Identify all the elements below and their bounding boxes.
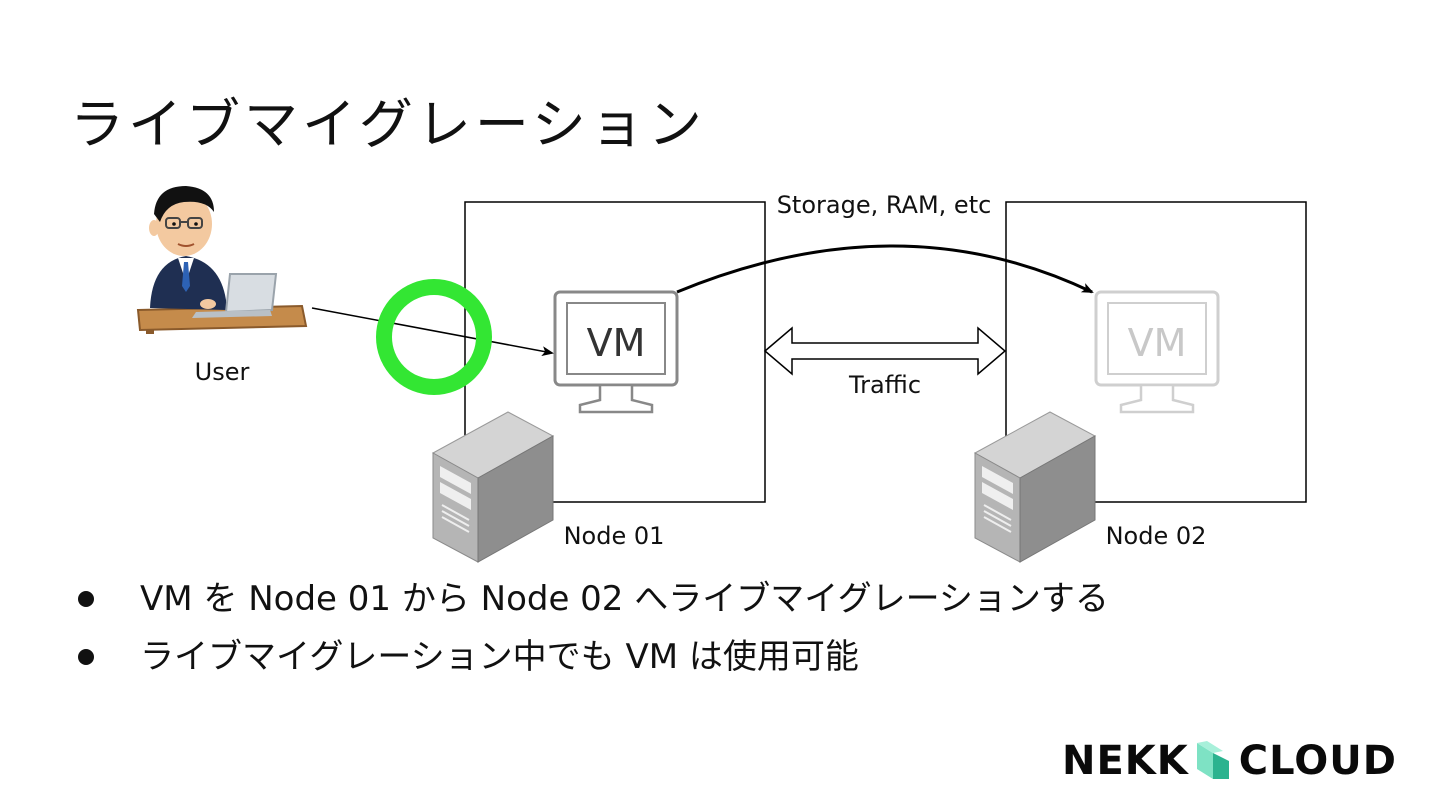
user-illustration <box>136 186 308 334</box>
logo-text-left: NEKK <box>1062 738 1189 784</box>
slide-title: ライブマイグレーション <box>70 93 706 156</box>
bullet-dot-icon <box>78 591 94 607</box>
vm-dest-monitor-icon: VM <box>1094 290 1220 414</box>
logo-mark-icon <box>1196 741 1229 779</box>
bullet-list: VM を Node 01 から Node 02 へライブマイグレーションする ラ… <box>78 570 1109 686</box>
node01-label: Node 01 <box>564 522 665 550</box>
bullet-text: ライブマイグレーション中でも VM は使用可能 <box>140 637 859 677</box>
migration-arrow <box>676 244 1094 294</box>
vm-source-monitor-icon: VM <box>553 290 679 414</box>
node02-label: Node 02 <box>1106 522 1207 550</box>
bullet-item: ライブマイグレーション中でも VM は使用可能 <box>78 628 1109 686</box>
vm-dest-label: VM <box>1128 321 1187 365</box>
node02-box <box>1005 201 1307 503</box>
user-access-arrow <box>311 307 554 357</box>
highlight-ring <box>376 279 492 395</box>
bullet-item: VM を Node 01 から Node 02 へライブマイグレーションする <box>78 570 1109 628</box>
bullet-text: VM を Node 01 から Node 02 へライブマイグレーションする <box>140 579 1109 619</box>
nekko-cloud-logo: NEKK CLOUD <box>1062 736 1397 786</box>
logo-text-right: CLOUD <box>1238 738 1397 784</box>
vm-source-label: VM <box>587 321 646 365</box>
traffic-label: Traffic <box>848 371 921 399</box>
server-node02-icon <box>973 411 1097 563</box>
node01-box <box>464 201 766 503</box>
bullet-dot-icon <box>78 649 94 665</box>
user-label: User <box>195 358 250 386</box>
server-node01-icon <box>431 411 555 563</box>
traffic-arrow <box>763 326 1007 376</box>
transfer-label: Storage, RAM, etc <box>777 191 992 219</box>
